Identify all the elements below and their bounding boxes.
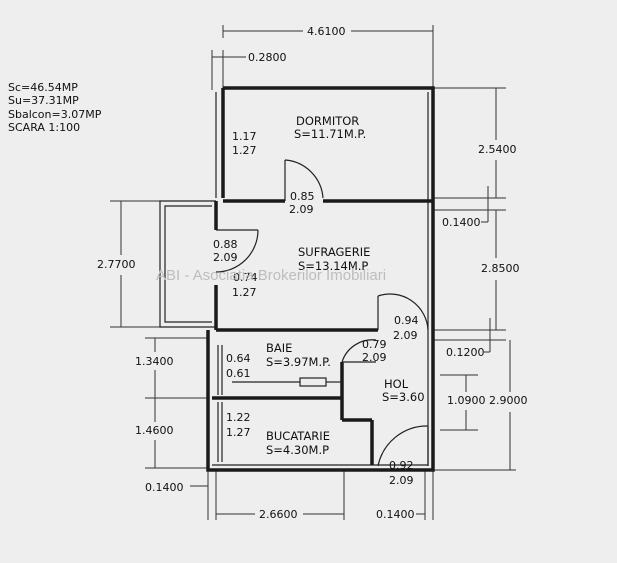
opening-entrance-door-h: 2.09 xyxy=(393,329,418,342)
opening-bucatarie-door-w: 0.92 xyxy=(389,459,414,472)
summary-su: Su=37.31MP xyxy=(8,94,79,107)
summary-scara: SCARA 1:100 xyxy=(8,121,80,134)
dim-bottom-right-gap: 0.1400 xyxy=(376,508,415,521)
summary-sbalcon: Sbalcon=3.07MP xyxy=(8,108,102,121)
dim-right-lower: 2.9000 xyxy=(489,394,528,407)
room-bucatarie-area: S=4.30M.P xyxy=(266,443,329,457)
room-hol-area: S=3.60 xyxy=(382,390,425,404)
room-baie-area: S=3.97M.P. xyxy=(266,355,331,369)
dim-right-hol: 1.0900 xyxy=(447,394,486,407)
dim-right-gap-1: 0.1400 xyxy=(442,216,481,229)
dim-right-gap-2: 0.1200 xyxy=(446,346,485,359)
dim-bottom-left-gap: 0.1400 xyxy=(145,481,184,494)
opening-sufragerie-window-w: 0.74 xyxy=(233,271,258,284)
opening-dormitor-window-w: 1.17 xyxy=(232,130,257,143)
door-baie-arc xyxy=(341,339,377,363)
wall-outer xyxy=(206,86,435,472)
baie-window-sill xyxy=(299,377,327,387)
opening-baie-door-h: 2.09 xyxy=(362,351,387,364)
opening-bucatarie-door-h: 2.09 xyxy=(389,474,414,487)
door-bucatarie-arc xyxy=(377,425,429,467)
door-sufragerie-arc xyxy=(215,229,259,273)
dim-top-offset: 0.2800 xyxy=(248,51,287,64)
dim-left-bucatarie: 1.4600 xyxy=(135,424,174,437)
room-dormitor-area: S=11.71M.P. xyxy=(294,127,366,141)
walls xyxy=(159,86,435,472)
opening-sufragerie-door-h: 2.09 xyxy=(213,251,238,264)
opening-dormitor-window-h: 1.27 xyxy=(232,144,257,157)
doors xyxy=(215,159,429,467)
dim-top-total: 4.6100 xyxy=(307,25,346,38)
room-sufragerie-name: SUFRAGERIE xyxy=(298,245,370,259)
opening-sufragerie-window-h: 1.27 xyxy=(232,286,257,299)
dim-label-bg xyxy=(303,24,351,38)
dim-bottom-width: 2.6600 xyxy=(259,508,298,521)
opening-sufragerie-door-w: 0.88 xyxy=(213,238,238,251)
dim-left-baie: 1.3400 xyxy=(135,355,174,368)
balcony-inner xyxy=(164,205,212,323)
room-dormitor-name: DORMITOR xyxy=(296,114,359,128)
watermark: ABI - Asociatia Brokerilor Imobiliari xyxy=(156,267,386,284)
door-dormitor-arc xyxy=(284,159,324,199)
summary-sc: Sc=46.54MP xyxy=(8,81,78,94)
opening-bucatarie-window-w: 1.22 xyxy=(226,411,251,424)
dim-right-dormitor: 2.5400 xyxy=(478,143,517,156)
opening-dormitor-door-h: 2.09 xyxy=(289,203,314,216)
opening-baie-window-w: 0.64 xyxy=(226,352,251,365)
room-hol-name: HOL xyxy=(384,377,409,391)
dim-right-sufragerie: 2.8500 xyxy=(481,262,520,275)
dim-left-balcony: 2.7700 xyxy=(97,258,136,271)
opening-entrance-door-w: 0.94 xyxy=(394,314,419,327)
opening-baie-door-w: 0.79 xyxy=(362,338,387,351)
room-sufragerie-area: S=13.14M.P xyxy=(298,259,368,273)
opening-dormitor-door-w: 0.85 xyxy=(290,190,315,203)
door-entrance-arc xyxy=(377,293,429,331)
balcony xyxy=(159,200,216,328)
room-baie-name: BAIE xyxy=(266,341,292,355)
opening-baie-window-h: 0.61 xyxy=(226,367,251,380)
opening-bucatarie-window-h: 1.27 xyxy=(226,426,251,439)
room-bucatarie-name: BUCATARIE xyxy=(266,429,330,443)
